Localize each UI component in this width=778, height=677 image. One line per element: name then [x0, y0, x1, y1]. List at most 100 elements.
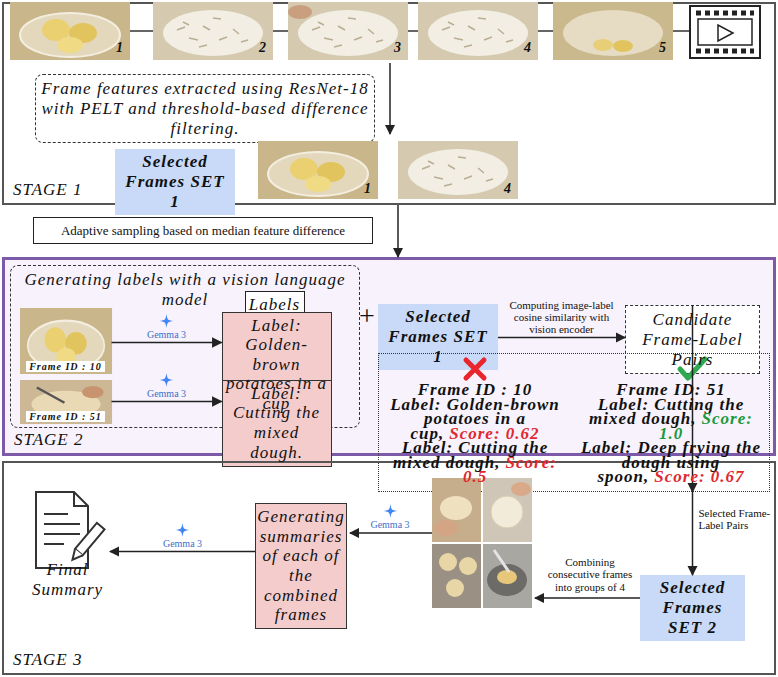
flow-arrow	[535, 597, 640, 599]
connector-arrow	[692, 305, 694, 492]
edge-label-box: Gemma 3	[147, 314, 186, 340]
tag-box: Labels	[245, 291, 305, 319]
sparkle	[160, 314, 174, 328]
dough	[491, 496, 523, 528]
plus-sign: +	[359, 300, 375, 331]
frame-id: Frame ID : 10	[26, 361, 105, 372]
frame-number-box: 4	[504, 181, 511, 197]
frame-number: 5	[659, 40, 666, 55]
frame-photo	[432, 544, 481, 608]
frame-photo	[288, 2, 408, 60]
connector-arrow	[397, 205, 399, 257]
box-label: Candidate Frame-Label Pairs	[629, 310, 756, 370]
result-line: Label: Cutting the mixed dough,Score: 0.…	[381, 442, 569, 486]
connector-arrow	[110, 551, 255, 553]
box-label: Selected Frames SET 2	[643, 578, 742, 638]
result-column: Frame ID : 10Label: Golden-brown potatoe…	[381, 384, 569, 486]
document-page	[36, 492, 88, 568]
frame-photo	[258, 141, 378, 199]
frame-photo	[398, 141, 518, 199]
connector-arrow	[692, 492, 694, 575]
stage-title: STAGE 3	[13, 650, 83, 670]
video-screen	[698, 19, 752, 45]
box-label: Generating summaries of each of the comb…	[257, 507, 344, 624]
label-box: Label: Cutting the mixed dough.	[222, 380, 332, 467]
frame-number: 2	[259, 40, 266, 55]
result-column: Frame ID: 51Label: Cutting the mixed dou…	[575, 384, 767, 486]
score-text: Score: 0.67	[654, 467, 744, 486]
edge-label-box: Gemma 3	[147, 373, 186, 399]
dough-disc	[446, 579, 464, 597]
hand	[511, 482, 531, 496]
result-line: Label: Cutting the mixed dough,Score: 1.…	[575, 399, 767, 443]
plus-sign-box: +	[359, 300, 375, 332]
frame-photo	[432, 478, 481, 542]
page-fold	[74, 492, 88, 506]
candidate-box: Candidate Frame-Label Pairs	[625, 305, 760, 374]
edge-label-box: Gemma 3	[163, 523, 202, 549]
summary-box: Generating summaries of each of the comb…	[255, 503, 347, 629]
step-note: Combining consecutive frames into groups…	[548, 556, 633, 593]
pencil-tip	[69, 549, 83, 563]
frame-number: 4	[504, 181, 511, 196]
flow-arrow	[389, 63, 391, 134]
connector-arrow	[112, 401, 222, 403]
frame-number-box: 4	[524, 40, 531, 56]
frame-number: 4	[524, 40, 531, 55]
text-lines	[44, 514, 80, 544]
frame-set-box: Selected Frames SET 1	[378, 304, 498, 370]
edge-label: Computing image-label cosine similarity …	[509, 299, 613, 335]
frame-photo	[553, 2, 673, 60]
sparkle	[160, 373, 174, 387]
stage-panel: STAGE 2 Generating labels with a vision l…	[2, 257, 776, 456]
doc-caption: Final Summary	[25, 560, 110, 600]
gemma-icon	[160, 314, 174, 328]
stage-panel: STAGE 3 Selected Frames SET 2 Generating s…	[2, 461, 776, 675]
sparkle	[176, 523, 190, 537]
frame-number-box: 5	[659, 40, 666, 56]
frame-number-box: 2	[259, 40, 266, 56]
edge-label: Gemma 3	[147, 388, 186, 399]
reject-mark	[466, 360, 484, 378]
frame-number-box: 1	[364, 181, 371, 197]
frame-photo	[483, 544, 532, 608]
step-note-box: Combining consecutive frames into groups…	[546, 556, 634, 594]
pencil	[69, 523, 105, 563]
stage-title: STAGE 1	[13, 180, 83, 200]
group-title: Generating labels with a vision language…	[14, 270, 356, 310]
film-holes	[696, 13, 754, 51]
sparkle	[383, 504, 397, 518]
edge-label: Selected Frame-Label Pairs	[699, 507, 771, 532]
frame-number-box: 1	[116, 40, 123, 56]
edge-label: Gemma 3	[163, 538, 202, 549]
frying-dough	[497, 570, 517, 584]
box-label: Selected Frames SET 1	[118, 152, 232, 212]
frame-photo	[153, 2, 273, 60]
edge-label-box: Computing image-label cosine similarity …	[507, 299, 617, 335]
result-line: Label: Golden-brown potatoes in a cup,Sc…	[381, 399, 569, 443]
dough-disc	[459, 557, 477, 575]
frame-photo	[483, 478, 532, 542]
frame-set-box: Selected Frames SET 1	[115, 149, 235, 215]
result-line: Label: Deep frying the dough using spoon…	[575, 442, 767, 486]
gemma-icon	[176, 523, 190, 537]
connector-arrow	[112, 342, 222, 344]
model-name-box: Gemma 3	[370, 504, 409, 530]
frame-number-box: 3	[394, 40, 401, 56]
note-text: Frame features extracted using ResNet-18…	[39, 79, 371, 139]
box-label: Selected Frames SET 1	[381, 307, 495, 367]
edge-label: Gemma 3	[147, 329, 186, 340]
frame-id: Frame ID : 51	[26, 411, 105, 422]
spoon	[494, 550, 509, 572]
stage-title: STAGE 2	[14, 430, 84, 450]
dough	[440, 496, 472, 520]
frame-set-box: Selected Frames SET 2	[640, 575, 745, 641]
pencil-body	[75, 523, 105, 555]
result-box: Frame ID : 10Label: Golden-brown potatoe…	[378, 353, 770, 492]
edge-label-box: Selected Frame-Label Pairs	[699, 507, 773, 532]
hand	[434, 520, 458, 536]
note-text: Adaptive sampling based on median featur…	[61, 223, 345, 239]
gemma-icon	[160, 373, 174, 387]
